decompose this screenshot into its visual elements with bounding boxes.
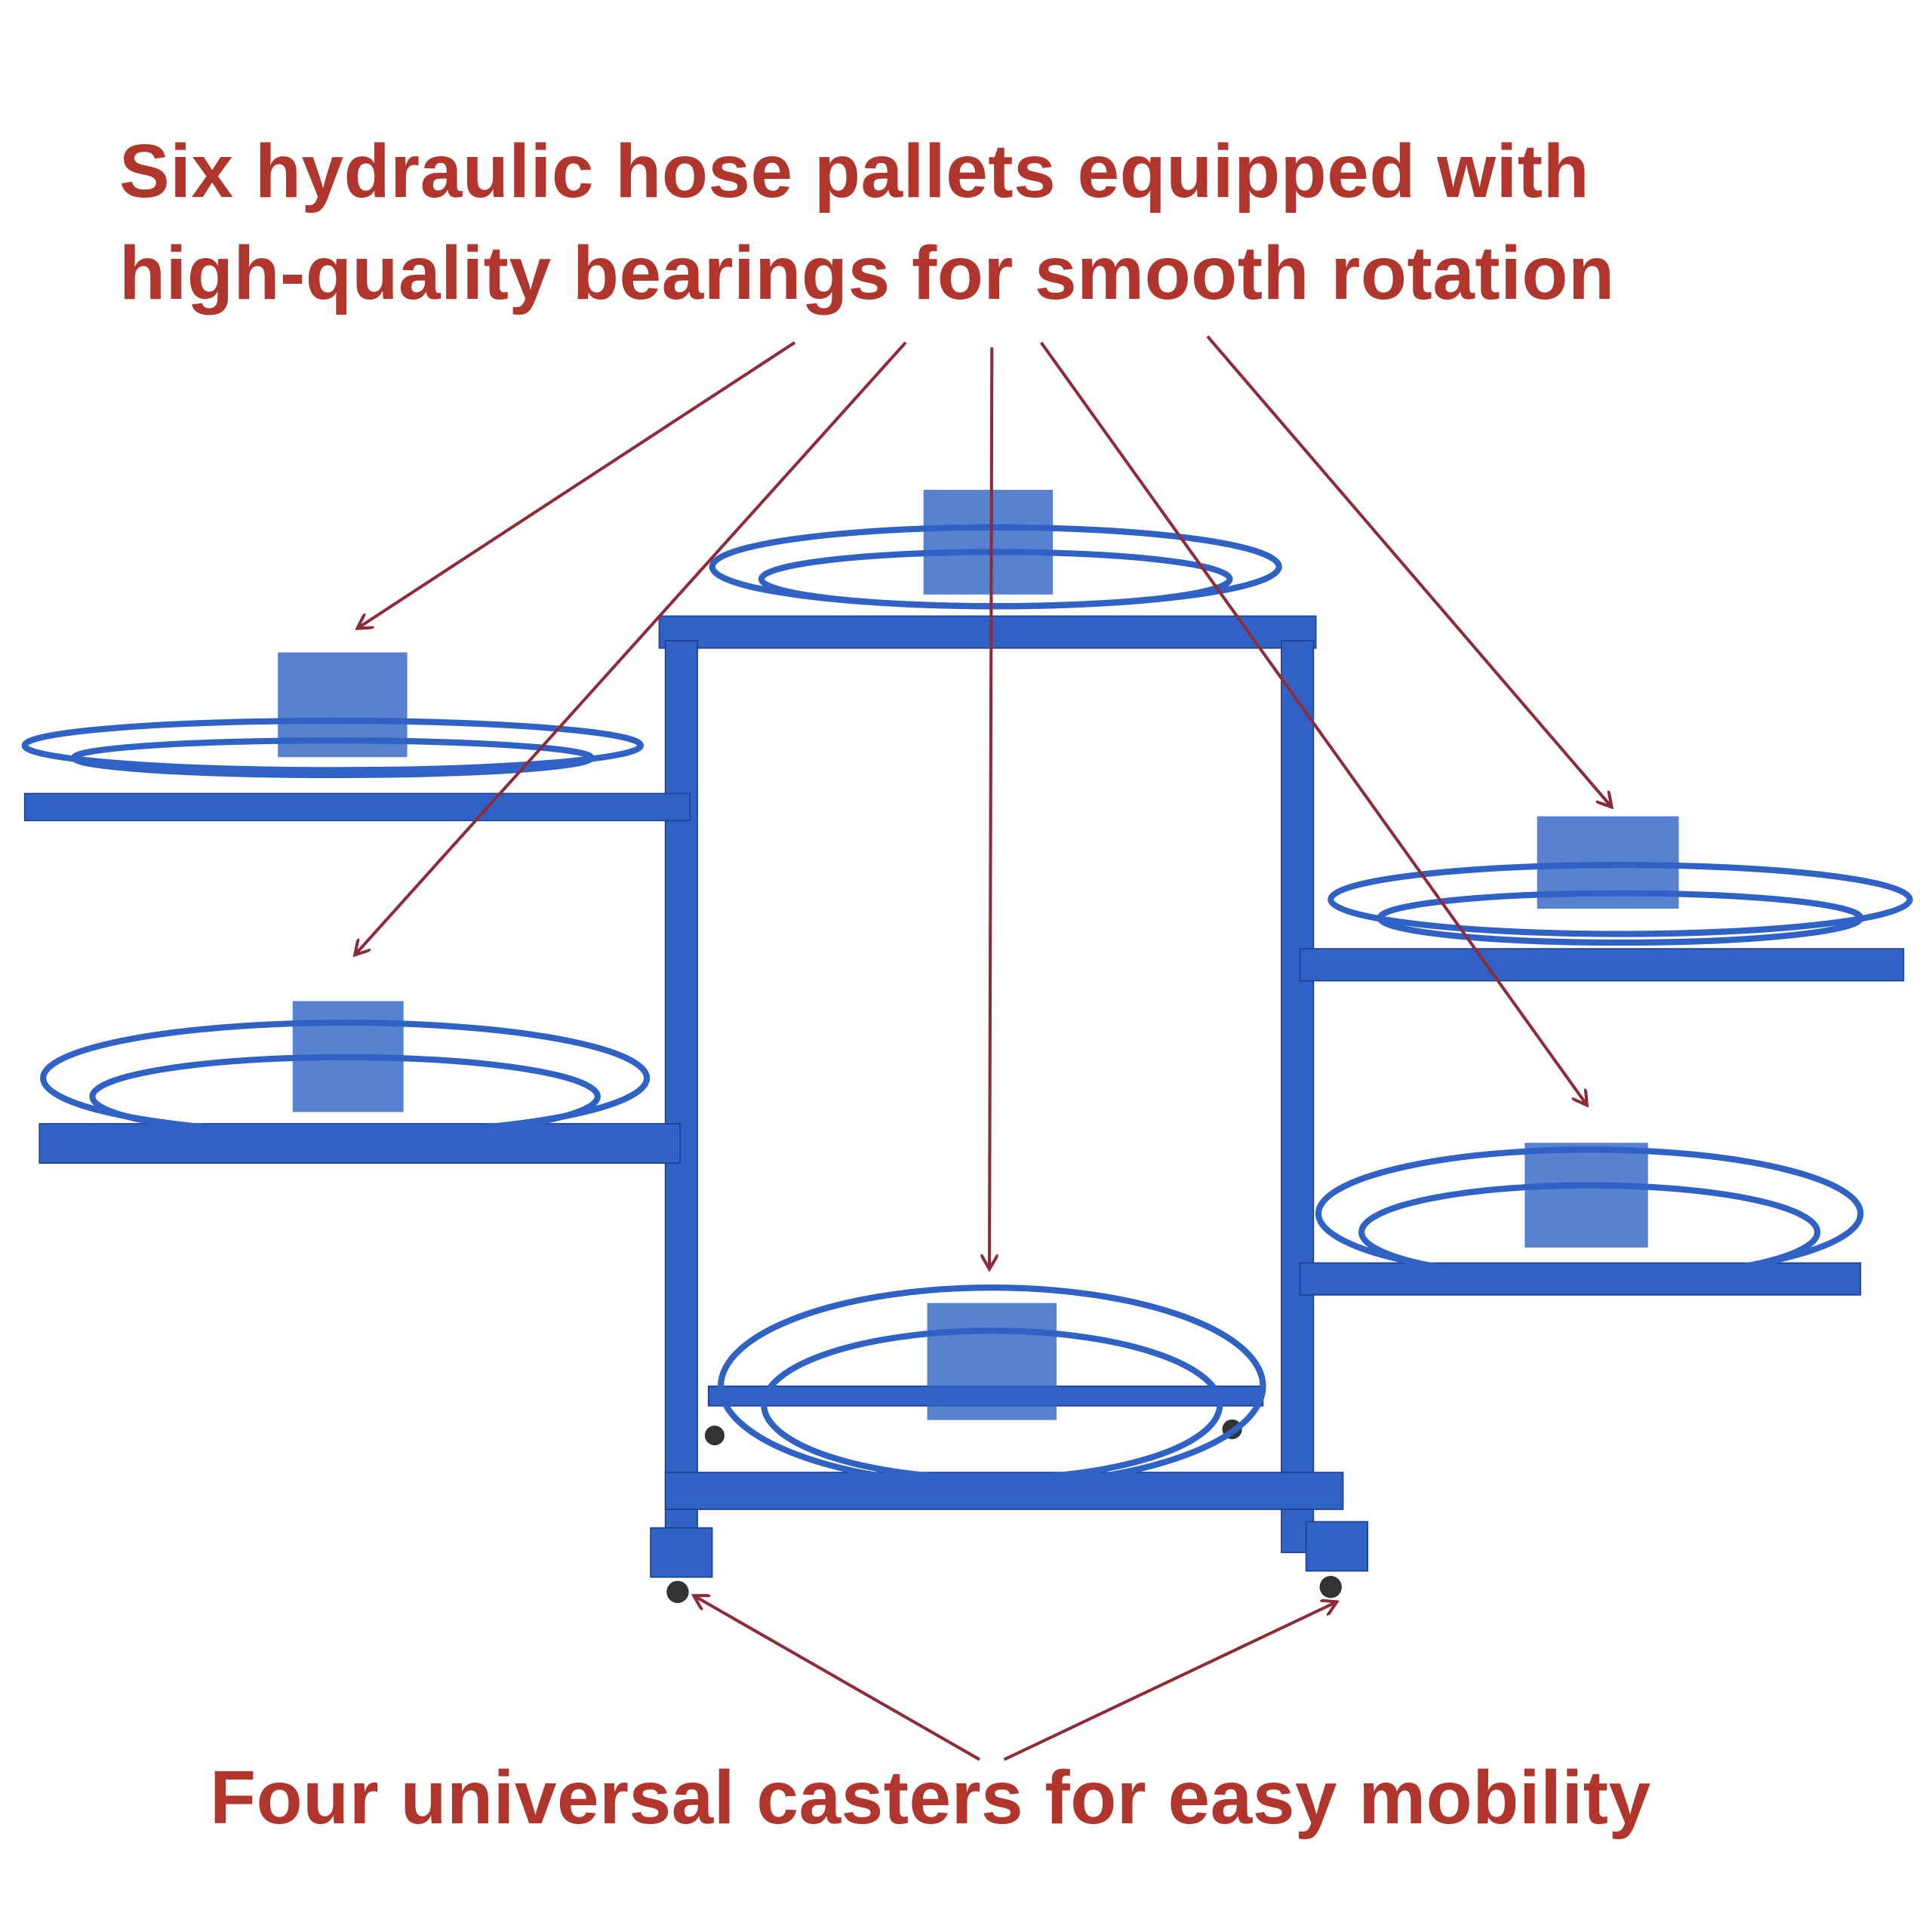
pallet-left-upper xyxy=(21,652,645,779)
headline-line-2: high-quality bearings for smooth rotatio… xyxy=(119,231,1615,315)
annotation-arrows xyxy=(355,335,1611,1761)
hose-pallets xyxy=(21,489,1913,1488)
caster-wheels xyxy=(666,1419,1342,1604)
casters-caption: Four universal casters for easy mobility xyxy=(210,1755,1651,1840)
pallet-right-upper xyxy=(1327,816,1913,946)
pallet-left-lower xyxy=(40,1001,651,1140)
pallet-top xyxy=(709,489,1282,610)
rack-frame xyxy=(23,615,1905,1578)
pallet-bottom xyxy=(718,1284,1266,1488)
headline-line-1: Six hydraulic hose pallets equipped with xyxy=(119,129,1590,214)
pallet-right-lower xyxy=(1315,1143,1864,1282)
